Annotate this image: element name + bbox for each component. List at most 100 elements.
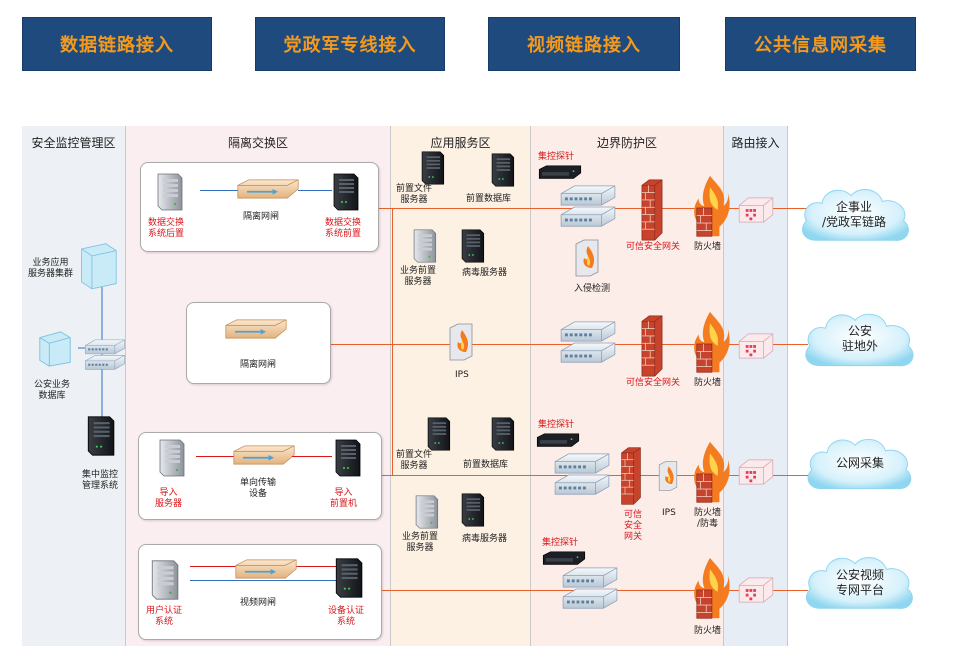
row2-firewall-label: 防火墙 [694, 378, 722, 388]
row3-left-server-label: 导入服务器 [155, 488, 183, 509]
central-monitor-icon [84, 414, 116, 458]
row1-link-right [298, 190, 332, 191]
top-button-public-net[interactable]: 公共信息网采集 [725, 17, 916, 71]
row3-left-server-icon [156, 438, 186, 478]
row1-left-server-icon [154, 172, 184, 212]
police-db-icon [36, 330, 74, 368]
row4-cloud-label: 公安视频专网平台 [835, 568, 884, 597]
row3-virus-icon [458, 492, 486, 528]
zone-title: 应用服务区 [430, 136, 491, 150]
row1-virus-icon [458, 228, 486, 264]
row1-right-server-icon [330, 172, 360, 212]
row3-switch-icon [552, 452, 612, 500]
top-button-video-link[interactable]: 视频链路接入 [488, 17, 680, 71]
police-db-label: 公安业务数据库 [34, 380, 71, 401]
zone-title: 边界防护区 [596, 136, 657, 150]
row1-ids-label: 入侵检测 [574, 284, 611, 294]
row1-biz-front-label: 业务前置服务器 [400, 266, 437, 287]
row1-gateway-label: 隔离网闸 [243, 212, 280, 222]
row1-cloud-label: 企事业/党政军链路 [821, 200, 887, 229]
row4-right-server-label: 设备认证系统 [328, 606, 365, 627]
row3-firewall-icon [690, 440, 730, 506]
row1-front-db-icon [488, 152, 516, 188]
row1-trusted-gw-icon [638, 178, 666, 242]
row1-firewall-icon [690, 174, 730, 240]
row1-router-icon [736, 196, 776, 224]
link-vertical-app [392, 208, 393, 475]
row3-router-icon [736, 458, 776, 486]
row3-biz-front-label: 业务前置服务器 [402, 532, 439, 553]
row2-ips-icon [446, 322, 476, 362]
row3-probe-label: 集控探针 [538, 420, 575, 430]
row4-left-server-icon [148, 558, 180, 602]
row4-link-blue [190, 580, 336, 581]
row1-left-server-label: 数据交换系统后置 [148, 218, 185, 239]
zone-title: 安全监控管理区 [31, 136, 116, 150]
row2-router-icon [736, 332, 776, 360]
row1-link-left [200, 190, 240, 191]
row3-gateway-label: 单向传输设备 [240, 478, 277, 499]
row3-link-left [196, 456, 236, 457]
row3-biz-front-icon [412, 494, 440, 530]
row4-gateway-label: 视频网闸 [240, 598, 277, 608]
row4-probe-label: 集控探针 [542, 538, 579, 548]
row3-right-server-label: 导入前置机 [330, 488, 358, 509]
row3-trusted-gw-icon [618, 446, 644, 506]
row3-right-server-icon [332, 438, 362, 478]
central-monitor-label: 集中监控管理系统 [82, 470, 119, 491]
row1-front-file-label: 前置文件服务器 [396, 184, 433, 205]
row1-biz-front-icon [410, 228, 438, 264]
row1-front-file-icon [418, 150, 446, 186]
row1-probe-icon [536, 164, 584, 182]
row3-front-db-label: 前置数据库 [463, 460, 509, 470]
zone-monitor: 安全监控管理区 [22, 126, 126, 646]
core-switch-icon [84, 336, 126, 376]
row2-cloud-label: 公安驻地外 [841, 324, 878, 353]
row3-front-file-label: 前置文件服务器 [396, 450, 433, 471]
row1-probe-label: 集控探针 [538, 152, 575, 162]
row3-cloud-label: 公网采集 [835, 456, 884, 470]
row3-ips-icon [656, 460, 680, 492]
zone-title: 隔离交换区 [227, 136, 288, 150]
row1-ids-icon [572, 238, 602, 278]
row2-trusted-gw-icon [638, 314, 666, 378]
row2-isolation-panel [186, 302, 331, 384]
row4-right-server-icon [332, 556, 364, 600]
row4-firewall-label: 防火墙 [694, 626, 722, 636]
zone-title: 路由接入 [731, 136, 780, 150]
row3-firewall-label: 防火墙/防毒 [694, 508, 722, 529]
row1-gateway-icon [236, 178, 300, 200]
row3-link-right [292, 456, 332, 457]
row4-switch-icon [560, 566, 620, 614]
row1-virus-label: 病毒服务器 [462, 268, 508, 278]
row1-firewall-label: 防火墙 [694, 242, 722, 252]
row3-virus-label: 病毒服务器 [462, 534, 508, 544]
row1-trusted-gw-label: 可信安全网关 [626, 242, 681, 252]
zone-app-service: 应用服务区 [391, 126, 531, 646]
row4-firewall-icon [690, 556, 730, 622]
row1-right-server-label: 数据交换系统前置 [325, 218, 362, 239]
row4-left-server-label: 用户认证系统 [146, 606, 183, 627]
row2-switch-icon [558, 320, 618, 368]
app-cluster-icon [76, 242, 120, 294]
row2-firewall-icon [690, 310, 730, 376]
row2-ips-label: IPS [455, 370, 469, 380]
link-row2 [330, 344, 808, 345]
row4-router-icon [736, 576, 776, 604]
app-cluster-label: 业务应用服务器集群 [28, 258, 74, 279]
zone-routing: 路由接入 [724, 126, 788, 646]
row2-trusted-gw-label: 可信安全网关 [626, 378, 681, 388]
row3-trusted-gw-label: 可信安全网关 [624, 510, 643, 542]
row3-ips-label: IPS [662, 508, 676, 518]
row2-gateway-icon [224, 318, 288, 340]
row4-gateway-icon [234, 558, 298, 580]
row3-front-file-icon [424, 416, 452, 452]
row3-gateway-icon [232, 444, 296, 466]
top-button-data-link[interactable]: 数据链路接入 [22, 17, 212, 71]
top-button-gov-line[interactable]: 党政军专线接入 [255, 17, 445, 71]
row3-probe-icon [534, 432, 582, 450]
row1-front-db-label: 前置数据库 [466, 194, 512, 204]
row3-front-db-icon [488, 416, 516, 452]
row1-switch-icon [558, 184, 618, 232]
row2-gateway-label: 隔离网闸 [240, 360, 277, 370]
